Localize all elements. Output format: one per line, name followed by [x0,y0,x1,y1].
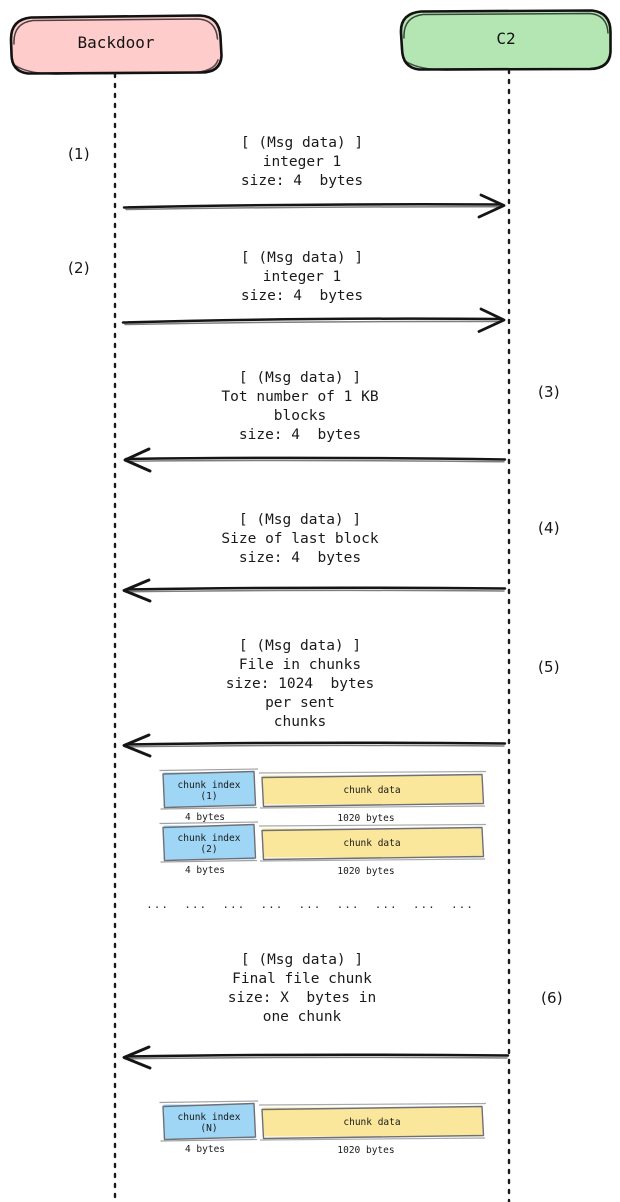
message-label-2-line-2: integer 1 [262,269,342,285]
step-number-6: (6) [541,989,563,1007]
participant-label-c2: C2 [496,29,516,48]
message-arrow-5 [122,733,507,758]
message-label-5-line-3: size: 1024 bytes [225,676,375,692]
chunk-index-value-3: (N) [200,1123,218,1134]
chunk-index-size-1: 4 bytes [184,812,226,823]
message-label-5-line-1: [ (Msg data) ] [238,638,362,654]
message-label-6-line-3: size: X bytes in [227,990,377,1006]
step-number-5: (5) [538,658,560,676]
message-label-6-line-4: one chunk [262,1009,342,1025]
participant-label-backdoor: Backdoor [77,33,155,52]
step-number-1: (1) [68,145,90,163]
message-label-1-line-2: integer 1 [262,154,342,170]
chunk-data-label-2: chunk data [343,838,401,849]
participant-box-c2[interactable] [399,9,612,71]
message-label-4-line-3: size: 4 bytes [238,550,362,566]
message-label-4-line-2: Size of last block [221,531,379,547]
chunk-data-size-2: 1020 bytes [337,866,395,877]
message-label-6-line-2: Final file chunk [232,971,372,987]
chunk-index-size-3: 4 bytes [184,1144,226,1155]
chunk-index-value-2: (2) [200,844,218,855]
message-label-2-line-3: size: 4 bytes [240,288,364,304]
chunk-row-3 [159,1100,487,1142]
chunk-row-2 [159,821,487,863]
message-label-5-line-5: chunks [273,714,327,730]
chunk-index-label-1: chunk index [177,780,241,791]
step-number-3: (3) [538,383,560,401]
participant-box-backdoor[interactable] [9,14,223,75]
chunk-ellipsis-row: ... ... ... ... ... ... ... ... ... [146,898,474,911]
message-arrow-1 [122,193,506,219]
message-label-3-line-4: size: 4 bytes [238,427,362,443]
chunk-row-1 [159,768,487,810]
chunk-data-size-3: 1020 bytes [337,1145,395,1156]
chunk-index-label-3: chunk index [177,1112,241,1123]
message-arrow-2 [121,307,506,333]
message-arrow-3 [123,447,507,473]
message-arrow-6 [122,1045,510,1070]
message-label-6-line-1: [ (Msg data) ] [240,952,364,968]
message-label-5-line-2: File in chunks [238,657,362,673]
message-label-5-line-4: per sent [265,695,335,711]
chunk-index-value-1: (1) [200,791,218,802]
message-label-3-line-2: Tot number of 1 KB [221,389,379,405]
chunk-data-size-1: 1020 bytes [337,813,395,824]
chunk-data-label-1: chunk data [343,785,401,796]
message-label-4-line-1: [ (Msg data) ] [238,512,362,528]
message-label-1-line-3: size: 4 bytes [240,173,364,189]
step-number-2: (2) [68,259,90,277]
step-number-4: (4) [538,519,560,537]
message-label-1-line-1: [ (Msg data) ] [240,135,364,151]
message-label-2-line-1: [ (Msg data) ] [240,250,364,266]
chunk-index-label-2: chunk index [177,833,241,844]
message-arrow-4 [122,578,507,603]
chunk-data-label-3: chunk data [343,1117,401,1128]
message-label-3-line-3: blocks [273,408,327,424]
chunk-index-size-2: 4 bytes [184,865,226,876]
message-label-3-line-1: [ (Msg data) ] [238,370,362,386]
